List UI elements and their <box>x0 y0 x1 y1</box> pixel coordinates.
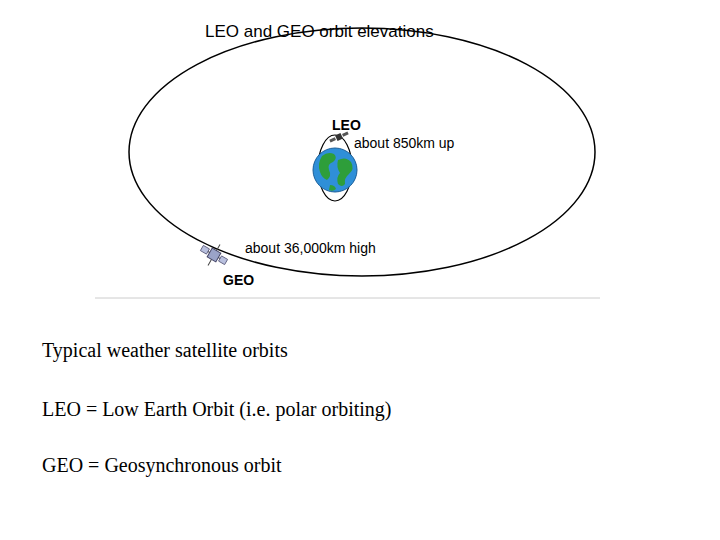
label-holder: Typical weather satellite orbits <box>42 339 288 362</box>
satellite-body <box>207 248 221 262</box>
solar-panel <box>329 137 336 142</box>
note-line: Typical weather satellite orbits <box>42 339 288 362</box>
altitude-note: about 850km up <box>354 135 454 151</box>
label-holder: about 36,000km high <box>243 239 378 257</box>
note-line: GEO = Geosynchronous orbit <box>42 454 282 477</box>
label-holder: about 850km up <box>354 134 454 152</box>
label-holder: GEO = Geosynchronous orbit <box>42 454 282 477</box>
orbit-name: GEO <box>223 272 254 288</box>
geo-satellite <box>196 238 232 273</box>
solar-panel <box>200 245 209 254</box>
label-holder: LEO <box>332 116 361 134</box>
solar-panel <box>219 256 228 265</box>
label-holder: GEO <box>223 271 254 289</box>
geo-orbit <box>129 28 595 276</box>
earth-ocean <box>313 148 357 192</box>
earth-globe <box>313 148 357 192</box>
earth-land <box>337 158 352 186</box>
satellite-boom <box>208 245 220 266</box>
orbit-name: LEO <box>332 117 361 133</box>
earth-land <box>319 153 336 180</box>
title-holder: LEO and GEO orbit elevations <box>205 22 434 42</box>
label-holder: LEO = Low Earth Orbit (i.e. polar orbiti… <box>42 398 392 421</box>
altitude-note: about 36,000km high <box>243 240 378 256</box>
separator-rule <box>95 298 600 299</box>
earth-land <box>329 185 336 191</box>
diagram-title: LEO and GEO orbit elevations <box>205 22 434 42</box>
note-line: LEO = Low Earth Orbit (i.e. polar orbiti… <box>42 398 392 421</box>
satellite-body <box>335 133 343 141</box>
